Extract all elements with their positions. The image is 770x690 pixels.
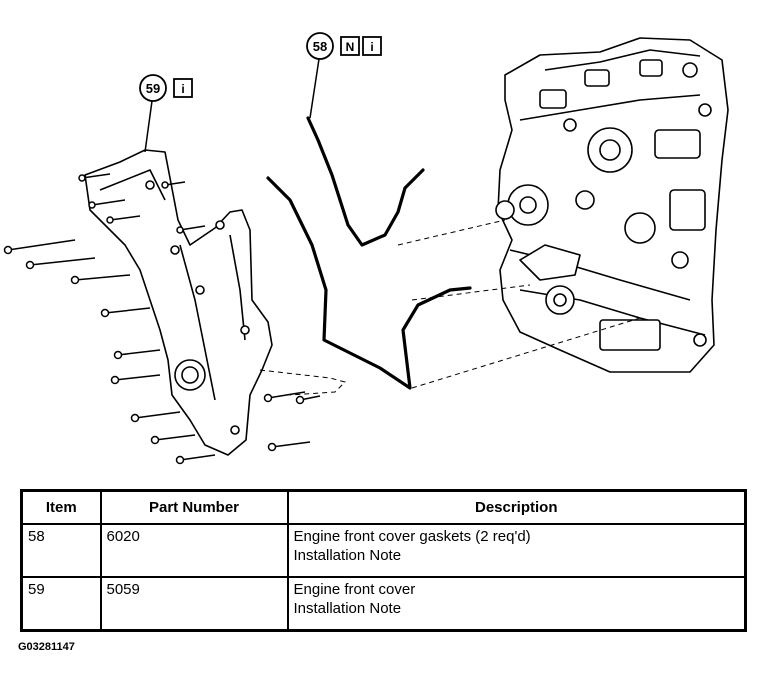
header-part-number: Part Number [99,489,289,525]
engine-block [495,37,729,373]
front-cover [84,149,273,456]
alignment-lines [259,219,641,396]
cover-bolts [3,173,321,465]
header-description: Description [286,489,747,525]
callout-58-number: 58 [313,39,327,54]
description-line: Engine front cover [293,581,416,598]
installation-note-link[interactable]: Installation Note [293,600,402,617]
callout-59-number: 59 [146,81,160,96]
callout-58-badge-i: i [370,40,373,54]
cell-description: Engine front cover gaskets (2 req'd) Ins… [286,523,747,578]
description-line: Engine front cover gaskets (2 req'd) [293,528,531,545]
figure-code: G03281147 [18,641,75,653]
parts-table: Item Part Number Description 58 6020 Eng… [20,489,747,632]
exploded-view-diagram: 58 N i 59 i [3,32,729,465]
cell-item: 58 [20,523,102,578]
callout-58-badge-n: N [346,40,355,54]
callout-59-badge-i: i [181,82,184,96]
header-item: Item [20,489,102,525]
cell-part-number: 6020 [99,523,289,578]
callout-59: 59 i [139,74,193,153]
cell-description: Engine front cover Installation Note [286,576,747,632]
callout-58: 58 N i [306,32,382,119]
cell-item: 59 [20,576,102,632]
table-row: 59 5059 Engine front cover Installation … [20,576,747,632]
installation-note-link[interactable]: Installation Note [293,547,402,564]
front-cover-gaskets [266,116,472,390]
table-header-row: Item Part Number Description [20,489,747,525]
table-row: 58 6020 Engine front cover gaskets (2 re… [20,523,747,578]
cell-part-number: 5059 [99,576,289,632]
